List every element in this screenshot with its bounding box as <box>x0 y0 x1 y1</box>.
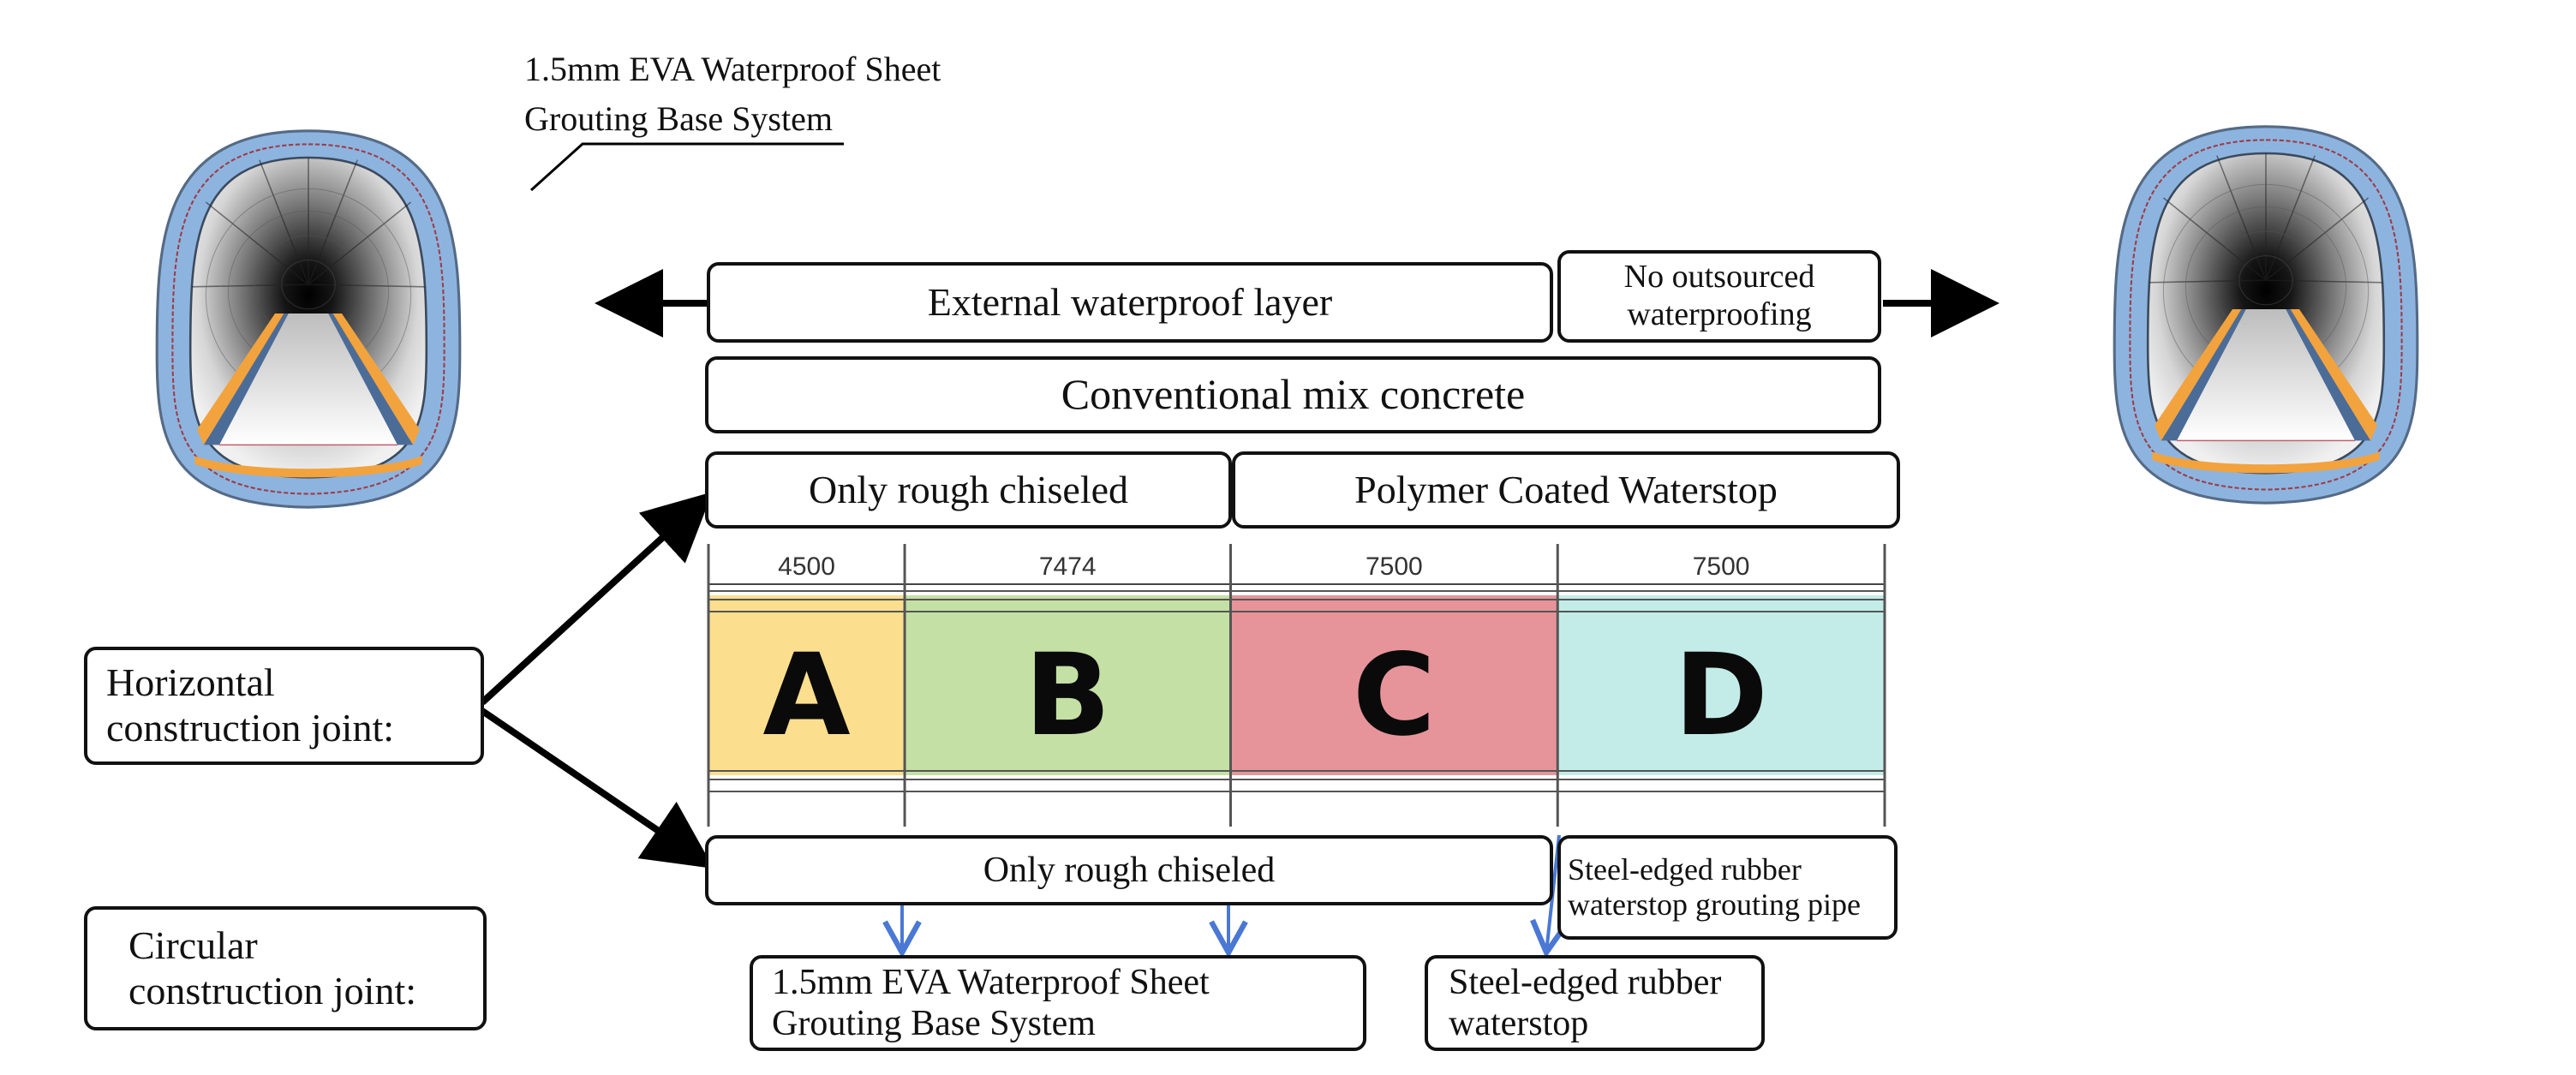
circular-joint-line-2: construction joint: <box>129 968 417 1012</box>
tunnel-label-leader <box>529 142 844 192</box>
no-outsourced-line-2: waterproofing <box>1627 296 1812 332</box>
segment-d-fill <box>1557 595 1885 775</box>
steel-pipe-line-1: Steel-edged rubber <box>1568 851 1802 887</box>
segment-b-length: 7474 <box>1038 552 1097 581</box>
concrete-box: Conventional mix concrete <box>705 356 1881 433</box>
external-waterproof-box: External waterproof layer <box>707 262 1553 343</box>
arrow-to-bottom-rough <box>480 708 714 869</box>
eva-bottom-box: 1.5mm EVA Waterproof Sheet Grouting Base… <box>750 955 1366 1051</box>
eva-bottom-line-2: Grouting Base System <box>772 1004 1096 1043</box>
steel-pipe-box: Steel-edged rubber waterstop grouting pi… <box>1557 835 1898 940</box>
circular-joint-line-1: Circular <box>129 923 258 967</box>
left-tunnel-illustration <box>155 129 462 509</box>
horizontal-joint-box: Horizontal construction joint: <box>84 647 484 765</box>
concrete-text: Conventional mix concrete <box>1061 370 1526 419</box>
segment-bar <box>707 544 1886 827</box>
no-outsourced-line-1: No outsourced <box>1623 259 1815 296</box>
segment-d-letter: D <box>1674 630 1768 761</box>
segment-c-fill <box>1230 595 1558 775</box>
polymer-box: Polymer Coated Waterstop <box>1232 451 1900 529</box>
bottom-rough-text: Only rough chiseled <box>983 850 1276 890</box>
segment-b-fill <box>905 595 1231 775</box>
eva-bottom-line-1: 1.5mm EVA Waterproof Sheet <box>772 962 1210 1002</box>
left-tunnel-label-line-2: Grouting Base System <box>524 99 833 138</box>
left-tunnel-label-line-1: 1.5mm EVA Waterproof Sheet <box>524 50 941 88</box>
horizontal-joint-line-2: construction joint: <box>106 706 395 750</box>
segment-a-letter: A <box>762 630 851 761</box>
segment-c-length: 7500 <box>1365 552 1423 581</box>
horizontal-joint-line-1: Horizontal <box>106 660 275 705</box>
left-tunnel-label: 1.5mm EVA Waterproof Sheet Grouting Base… <box>524 45 941 144</box>
segment-a-fill <box>708 595 905 775</box>
steel-waterstop-line-2: waterstop <box>1449 1004 1589 1043</box>
steel-pipe-line-2: waterstop grouting pipe <box>1568 887 1861 922</box>
segment-a-length: 4500 <box>778 552 835 581</box>
steel-waterstop-line-1: Steel-edged rubber <box>1449 962 1722 1002</box>
no-outsourced-box: No outsourced waterproofing <box>1557 250 1881 343</box>
right-tunnel-illustration <box>2113 125 2419 505</box>
external-waterproof-text: External waterproof layer <box>927 279 1333 324</box>
top-rough-text: Only rough chiseled <box>808 467 1129 511</box>
circular-joint-box: Circular construction joint: <box>84 906 487 1030</box>
polymer-text: Polymer Coated Waterstop <box>1354 467 1778 511</box>
segment-c-letter: C <box>1352 630 1436 761</box>
top-rough-box: Only rough chiseled <box>705 451 1232 529</box>
segment-d-length: 7500 <box>1692 552 1750 581</box>
segment-b-letter: B <box>1024 630 1111 761</box>
bottom-rough-box: Only rough chiseled <box>705 835 1553 905</box>
arrow-to-top-rough <box>480 492 713 705</box>
steel-waterstop-box: Steel-edged rubber waterstop <box>1425 955 1765 1051</box>
